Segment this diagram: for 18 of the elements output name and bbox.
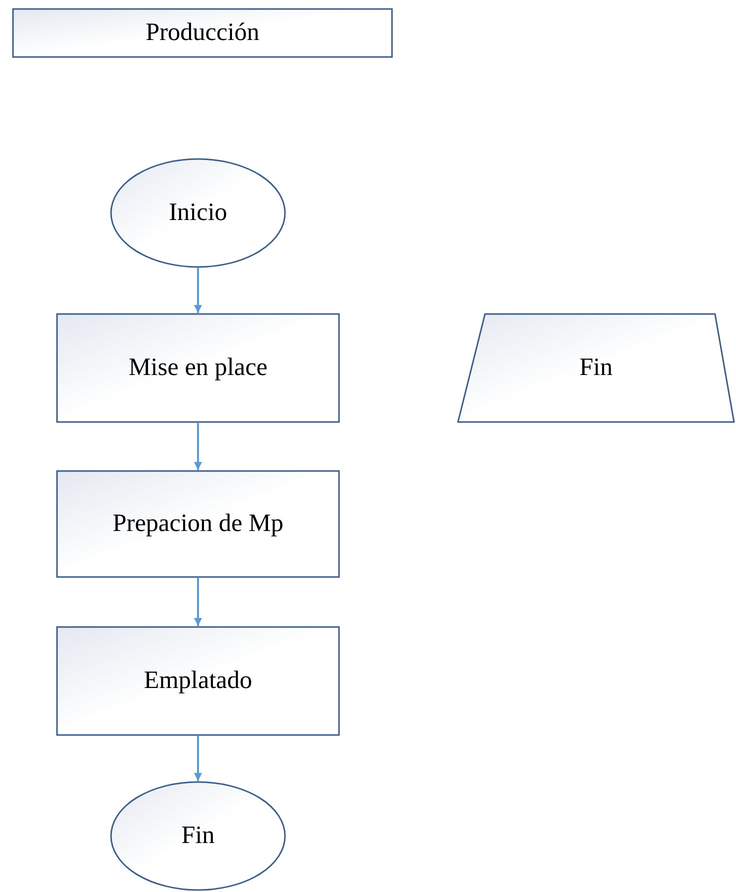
node-label: Producción xyxy=(146,19,260,47)
arrow xyxy=(194,268,202,313)
node-label: Prepacion de Mp xyxy=(112,510,284,538)
node-label: Mise en place xyxy=(128,354,268,382)
node-label: Fin xyxy=(579,354,613,382)
end-ellipse xyxy=(110,781,286,891)
node-label: Emplatado xyxy=(144,667,252,695)
trapezoid-shape xyxy=(457,313,735,423)
title-box xyxy=(12,8,393,58)
node-label: Inicio xyxy=(168,199,228,227)
arrow xyxy=(194,423,202,470)
process-box xyxy=(56,626,340,736)
start-ellipse xyxy=(110,158,286,268)
process-box xyxy=(56,313,340,423)
node-label: Fin xyxy=(181,822,215,850)
arrow xyxy=(194,736,202,781)
arrow xyxy=(194,578,202,626)
process-box xyxy=(56,470,340,578)
